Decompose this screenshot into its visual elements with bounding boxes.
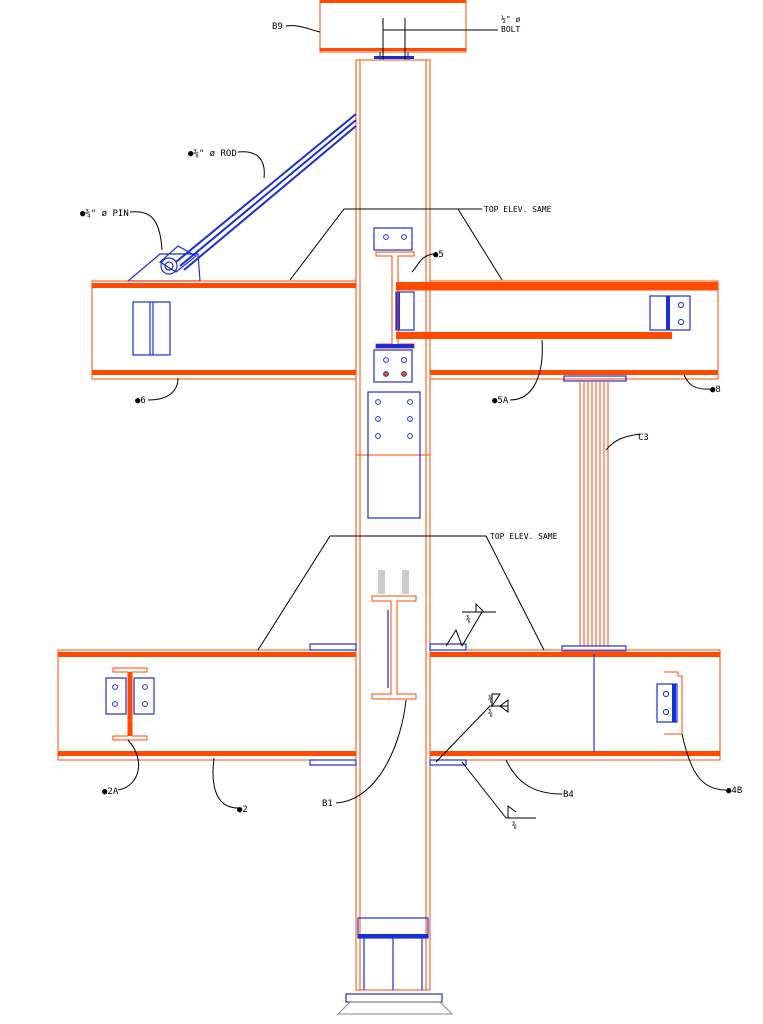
label-top-elev-upper: TOP ELEV. SAME (484, 205, 552, 214)
label-b4: B4 (563, 790, 574, 800)
label-b2: ●2 (237, 805, 248, 815)
leader-b4 (505, 759, 563, 795)
beam-b4 (429, 643, 721, 766)
label-b8: ●8 (710, 385, 721, 395)
brace-rod (159, 113, 357, 273)
leader-b6 (147, 377, 179, 401)
label-top-elev-lower: TOP ELEV. SAME (490, 532, 558, 541)
label-b9: B9 (272, 22, 283, 32)
label-bolt-word: BOLT (501, 25, 520, 34)
leader-b5 (411, 253, 434, 273)
label-b4b: ●4B (726, 786, 742, 796)
leader-b2 (212, 757, 239, 809)
label-b6: ●6 (135, 396, 146, 406)
weld-symbol-3 (461, 761, 536, 819)
label-weld-3: ⅜ (512, 821, 517, 830)
label-weld-2b: ⅜ (488, 709, 493, 718)
leader-b2a (117, 739, 139, 791)
weld-symbol-1 (445, 602, 496, 647)
top-elev-callout-upper (289, 208, 503, 281)
leader-b1 (335, 699, 407, 804)
top-elev-callout-lower (257, 535, 545, 651)
label-b5: ●5 (433, 250, 444, 260)
label-c3: C3 (638, 433, 649, 443)
label-pin: ●¾" ø PIN (80, 209, 129, 219)
label-bolt-size: ½" ø (501, 14, 520, 24)
beam-b8 (429, 280, 719, 380)
leader-c3 (605, 433, 641, 451)
leader-b5a (509, 339, 543, 401)
leader-rod (237, 151, 265, 179)
hanger-c3 (561, 375, 627, 652)
beam-b2a-section (105, 667, 155, 741)
weld-symbol-2 (435, 693, 509, 763)
beam-b9 (319, 0, 467, 60)
label-b1: B1 (322, 799, 333, 809)
column-splice-plate (367, 391, 421, 519)
beam-b5-section (373, 227, 415, 383)
beam-b5a (395, 282, 718, 339)
beam-b2 (57, 643, 357, 766)
leader-pin (129, 211, 163, 251)
label-weld-2a: ⅜ (488, 695, 493, 704)
leader-b9 (285, 25, 321, 33)
bolt-callout (382, 18, 498, 60)
leader-b4b (681, 733, 727, 791)
label-b2a: ●2A (102, 787, 119, 797)
main-column (336, 59, 454, 1015)
leader-b8 (683, 374, 711, 390)
beam-b6 (91, 280, 357, 380)
beam-b1-section (371, 570, 417, 700)
label-b5a: ●5A (492, 396, 509, 406)
label-weld-1: ⅜ (466, 615, 471, 624)
label-rod: ●⅜" ø ROD (188, 149, 237, 159)
